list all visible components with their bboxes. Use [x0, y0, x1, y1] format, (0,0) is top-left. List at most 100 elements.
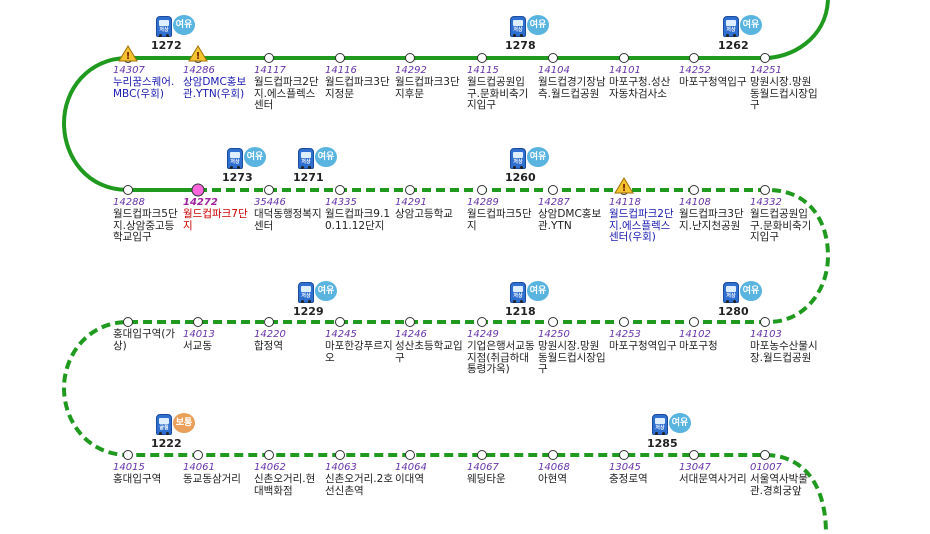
stop-marker[interactable]: [335, 53, 345, 63]
stop-id: 14289: [467, 197, 499, 208]
stop-name: 신촌오거리.현대백화점: [254, 473, 316, 497]
stop-id: 14013: [183, 329, 215, 340]
stop-marker[interactable]: [619, 317, 629, 327]
stop-marker[interactable]: [193, 317, 203, 327]
stop-marker[interactable]: [548, 53, 558, 63]
stop-marker[interactable]: [264, 317, 274, 327]
stop-marker[interactable]: [335, 317, 345, 327]
stop-marker[interactable]: [548, 317, 558, 327]
bus-icon: 저상: [723, 282, 739, 303]
stop-id: 14307: [113, 65, 145, 76]
stop-marker[interactable]: [760, 450, 770, 460]
stop-marker[interactable]: [123, 317, 133, 327]
stop-marker[interactable]: [548, 450, 558, 460]
stop-marker[interactable]: [405, 53, 415, 63]
stop-marker[interactable]: [689, 53, 699, 63]
stop-marker[interactable]: [760, 53, 770, 63]
stop-marker[interactable]: [477, 450, 487, 460]
bus-icon: 저상: [227, 148, 243, 169]
stop-marker[interactable]: [123, 450, 133, 460]
stop-name: 월드컵파크7단지: [183, 208, 248, 232]
stop-marker[interactable]: [264, 53, 274, 63]
stop-marker[interactable]: [193, 450, 203, 460]
stop-marker[interactable]: [760, 185, 770, 195]
stop-marker[interactable]: [619, 450, 629, 460]
stop-marker[interactable]: [335, 450, 345, 460]
stop-marker[interactable]: [264, 185, 274, 195]
stop-marker[interactable]: [760, 317, 770, 327]
stop-marker[interactable]: [619, 53, 629, 63]
stop-marker[interactable]: [689, 185, 699, 195]
stop-marker[interactable]: [477, 317, 487, 327]
stop-marker[interactable]: [264, 450, 274, 460]
stop-marker[interactable]: [477, 185, 487, 195]
bus-stop[interactable]: 홍대입구역(가상): [113, 328, 183, 352]
stop-marker[interactable]: [405, 317, 415, 327]
stop-marker[interactable]: [191, 183, 205, 197]
stop-marker[interactable]: [123, 185, 133, 195]
stop-id: 14103: [750, 329, 782, 340]
stop-marker[interactable]: [477, 53, 487, 63]
bus-type-label: 저상: [301, 293, 311, 299]
stop-id: 14245: [325, 329, 357, 340]
stop-marker[interactable]: [689, 317, 699, 327]
stop-marker[interactable]: [689, 450, 699, 460]
stop-marker[interactable]: [405, 185, 415, 195]
bus-number: 1273: [222, 171, 253, 184]
stop-marker[interactable]: [405, 450, 415, 460]
stop-marker[interactable]: [335, 185, 345, 195]
stop-marker[interactable]: [548, 185, 558, 195]
